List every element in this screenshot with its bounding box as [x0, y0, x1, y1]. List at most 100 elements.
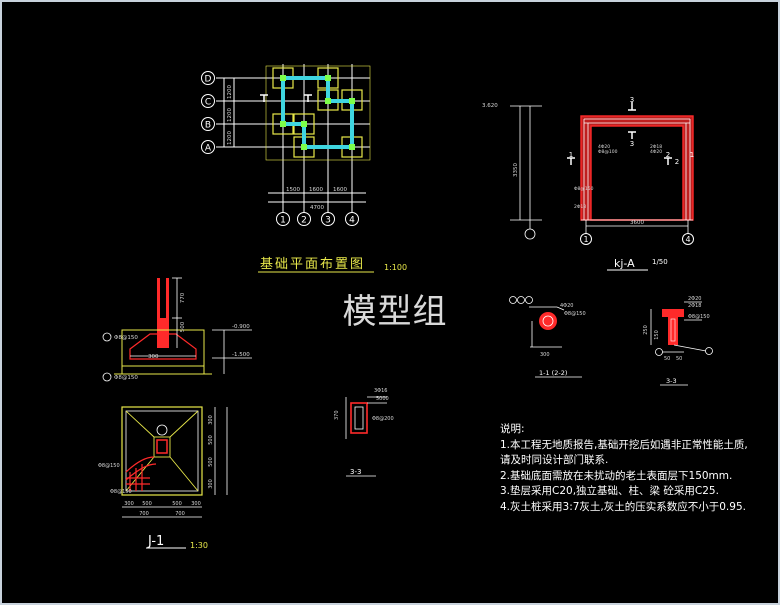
plan-row-labels: D C B A — [205, 75, 212, 154]
watermark: 模型组 — [342, 292, 448, 332]
section-33-dims — [650, 301, 713, 356]
section-ss-body — [350, 402, 368, 434]
mark-3b: 3 — [630, 140, 634, 148]
section-ss-labels: 3Φ16 5000 Φ8@200 370 — [334, 388, 394, 422]
section-ss-title: 3-3 — [350, 468, 361, 476]
plan-bar-label-1: Φ8@150 — [98, 463, 120, 469]
frame-elev-texts: 3.620 3350 — [482, 103, 519, 177]
plan-title: 基础平面布置图 — [260, 257, 365, 272]
frame-kj-a: 1 4 3600 1 1 2 2 3 3 4Φ20 Φ8@100 2Φ18 4Φ… — [482, 96, 694, 271]
section-11-body — [539, 312, 557, 330]
plan-dim-3: 500 — [172, 501, 182, 507]
footing-scale: 1:30 — [190, 541, 208, 550]
section-33: 2Φ20 2Φ18 Φ8@150 250 150 50 50 3-3 — [643, 296, 713, 386]
footing-elevation: -0.900 -1.500 770 500 Φ8@150 Φ8@150 300 — [102, 277, 252, 382]
s11-label-2: Φ8@150 — [564, 311, 586, 317]
col-dim-300: 300 — [148, 354, 159, 360]
col-dim-500: 500 — [180, 321, 186, 332]
s33-dim-1: 250 — [643, 325, 649, 335]
plan-bar-label-2: Φ8@150 — [110, 489, 132, 495]
s33-label-2: 2Φ18 — [688, 303, 701, 309]
footing-plan-outer — [121, 406, 203, 496]
s33-dim-2: 150 — [654, 330, 660, 340]
frame-top-elev: 3.620 — [482, 103, 498, 109]
ss-dim-2: 370 — [334, 410, 340, 420]
section-33-labels: 2Φ20 2Φ18 Φ8@150 250 150 50 50 — [643, 296, 710, 362]
axis-col-2: 2 — [301, 216, 307, 226]
row-dim-1: 1200 — [227, 85, 233, 99]
section-11-labels: 4Φ20 Φ8@150 300 — [540, 303, 586, 358]
axis-row-a: A — [205, 144, 212, 154]
axis-row-d: D — [205, 75, 212, 85]
section-33-flange — [662, 309, 684, 317]
plan-dim-6: 700 — [175, 511, 185, 517]
ss-dim-1: 5000 — [376, 396, 389, 402]
section-ss-dims — [345, 396, 387, 439]
frame-axes — [585, 220, 689, 234]
s33-label-1: 2Φ20 — [688, 296, 701, 302]
bar-label-2: Φ8@150 — [114, 375, 138, 381]
col-label-1: Φ8@150 — [574, 186, 594, 192]
plan-scale: 1:100 — [384, 263, 407, 272]
elev-bottom: -1.500 — [232, 352, 250, 358]
mark-1a: 1 — [569, 151, 573, 159]
foundation-plan: D C B A 1 2 3 4 1500 1600 1600 4700 1200… — [201, 64, 407, 273]
frame-span-dim: 3600 — [630, 220, 644, 226]
axis-row-b: B — [205, 121, 211, 131]
frame-axis-1: 1 — [583, 235, 588, 244]
frame-section-marks — [567, 102, 672, 165]
footing-elev-texts: -0.900 -1.500 770 500 Φ8@150 Φ8@150 300 — [114, 292, 250, 381]
frame-axis-bubbles — [580, 233, 694, 245]
side-dim-2: 500 — [208, 435, 214, 445]
s11-label-1: 4Φ20 — [560, 303, 573, 309]
side-dim-4: 300 — [208, 479, 214, 489]
plan-columns — [280, 75, 355, 150]
plan-cut-marks — [260, 94, 312, 102]
plan-dims: 1500 1600 1600 4700 1200 1200 1200 — [227, 85, 347, 211]
footing-outline — [114, 329, 212, 375]
elev-top: -0.900 — [232, 324, 250, 330]
frame-scale: 1/50 — [652, 258, 668, 266]
frame-section-labels: 1 1 2 2 3 3 — [569, 96, 694, 166]
plan-dim-4: 300 — [191, 501, 201, 507]
row-dim-2: 1200 — [227, 108, 233, 122]
col-dim-2: 1600 — [309, 187, 323, 193]
notes-line-1: 1.本工程无地质报告,基础开挖后如遇非正常性能土质, — [500, 438, 748, 451]
frame-fill — [581, 116, 693, 220]
side-dim-3: 500 — [208, 457, 214, 467]
frame-concrete — [580, 115, 694, 221]
notes-line-2: 请及时同设计部门联系. — [500, 454, 609, 466]
frame-title: kj-A — [614, 257, 635, 270]
footing-plan-diagonals — [125, 410, 199, 492]
plan-row-bubbles — [201, 71, 215, 154]
ss-label-1: 3Φ16 — [374, 388, 387, 394]
beam-label-1: 4Φ20 — [598, 144, 610, 150]
col-dim-1: 1500 — [286, 187, 300, 193]
footing-plan-dimlines — [122, 407, 228, 518]
section-11: 4Φ20 Φ8@150 300 1-1 (2-2) — [509, 296, 586, 378]
total-dim: 4700 — [310, 205, 324, 211]
col-label-2: 2Φ18 — [574, 204, 586, 210]
footing-body — [129, 333, 197, 360]
footing-plan-rebar — [125, 456, 157, 491]
plan-dim-1: 300 — [124, 501, 134, 507]
frame-elevation — [510, 105, 542, 240]
frame-axis-4: 4 — [685, 235, 690, 244]
design-notes: 说明: 1.本工程无地质报告,基础开挖后如遇非正常性能土质, 请及时同设计部门联… — [500, 422, 770, 515]
footing-title: J-1 — [147, 534, 164, 549]
section-33-title: 3-3 — [666, 377, 677, 385]
mark-2b: 2 — [675, 158, 679, 166]
beam-label-2: Φ8@100 — [598, 149, 618, 155]
s33-bdim-1: 50 — [664, 356, 670, 362]
axis-row-c: C — [205, 98, 211, 108]
mark-1b: 1 — [690, 151, 694, 159]
side-dim-1: 300 — [208, 415, 214, 425]
plan-col-labels: 1 2 3 4 — [280, 216, 355, 226]
mark-3a: 3 — [630, 96, 634, 104]
footing-dims — [102, 277, 252, 382]
beam-label-4: 4Φ20 — [650, 149, 662, 155]
footing-plan: 300 500 500 300 700 700 300 500 500 300 … — [98, 406, 228, 550]
bar-label-1: Φ8@150 — [114, 335, 138, 341]
